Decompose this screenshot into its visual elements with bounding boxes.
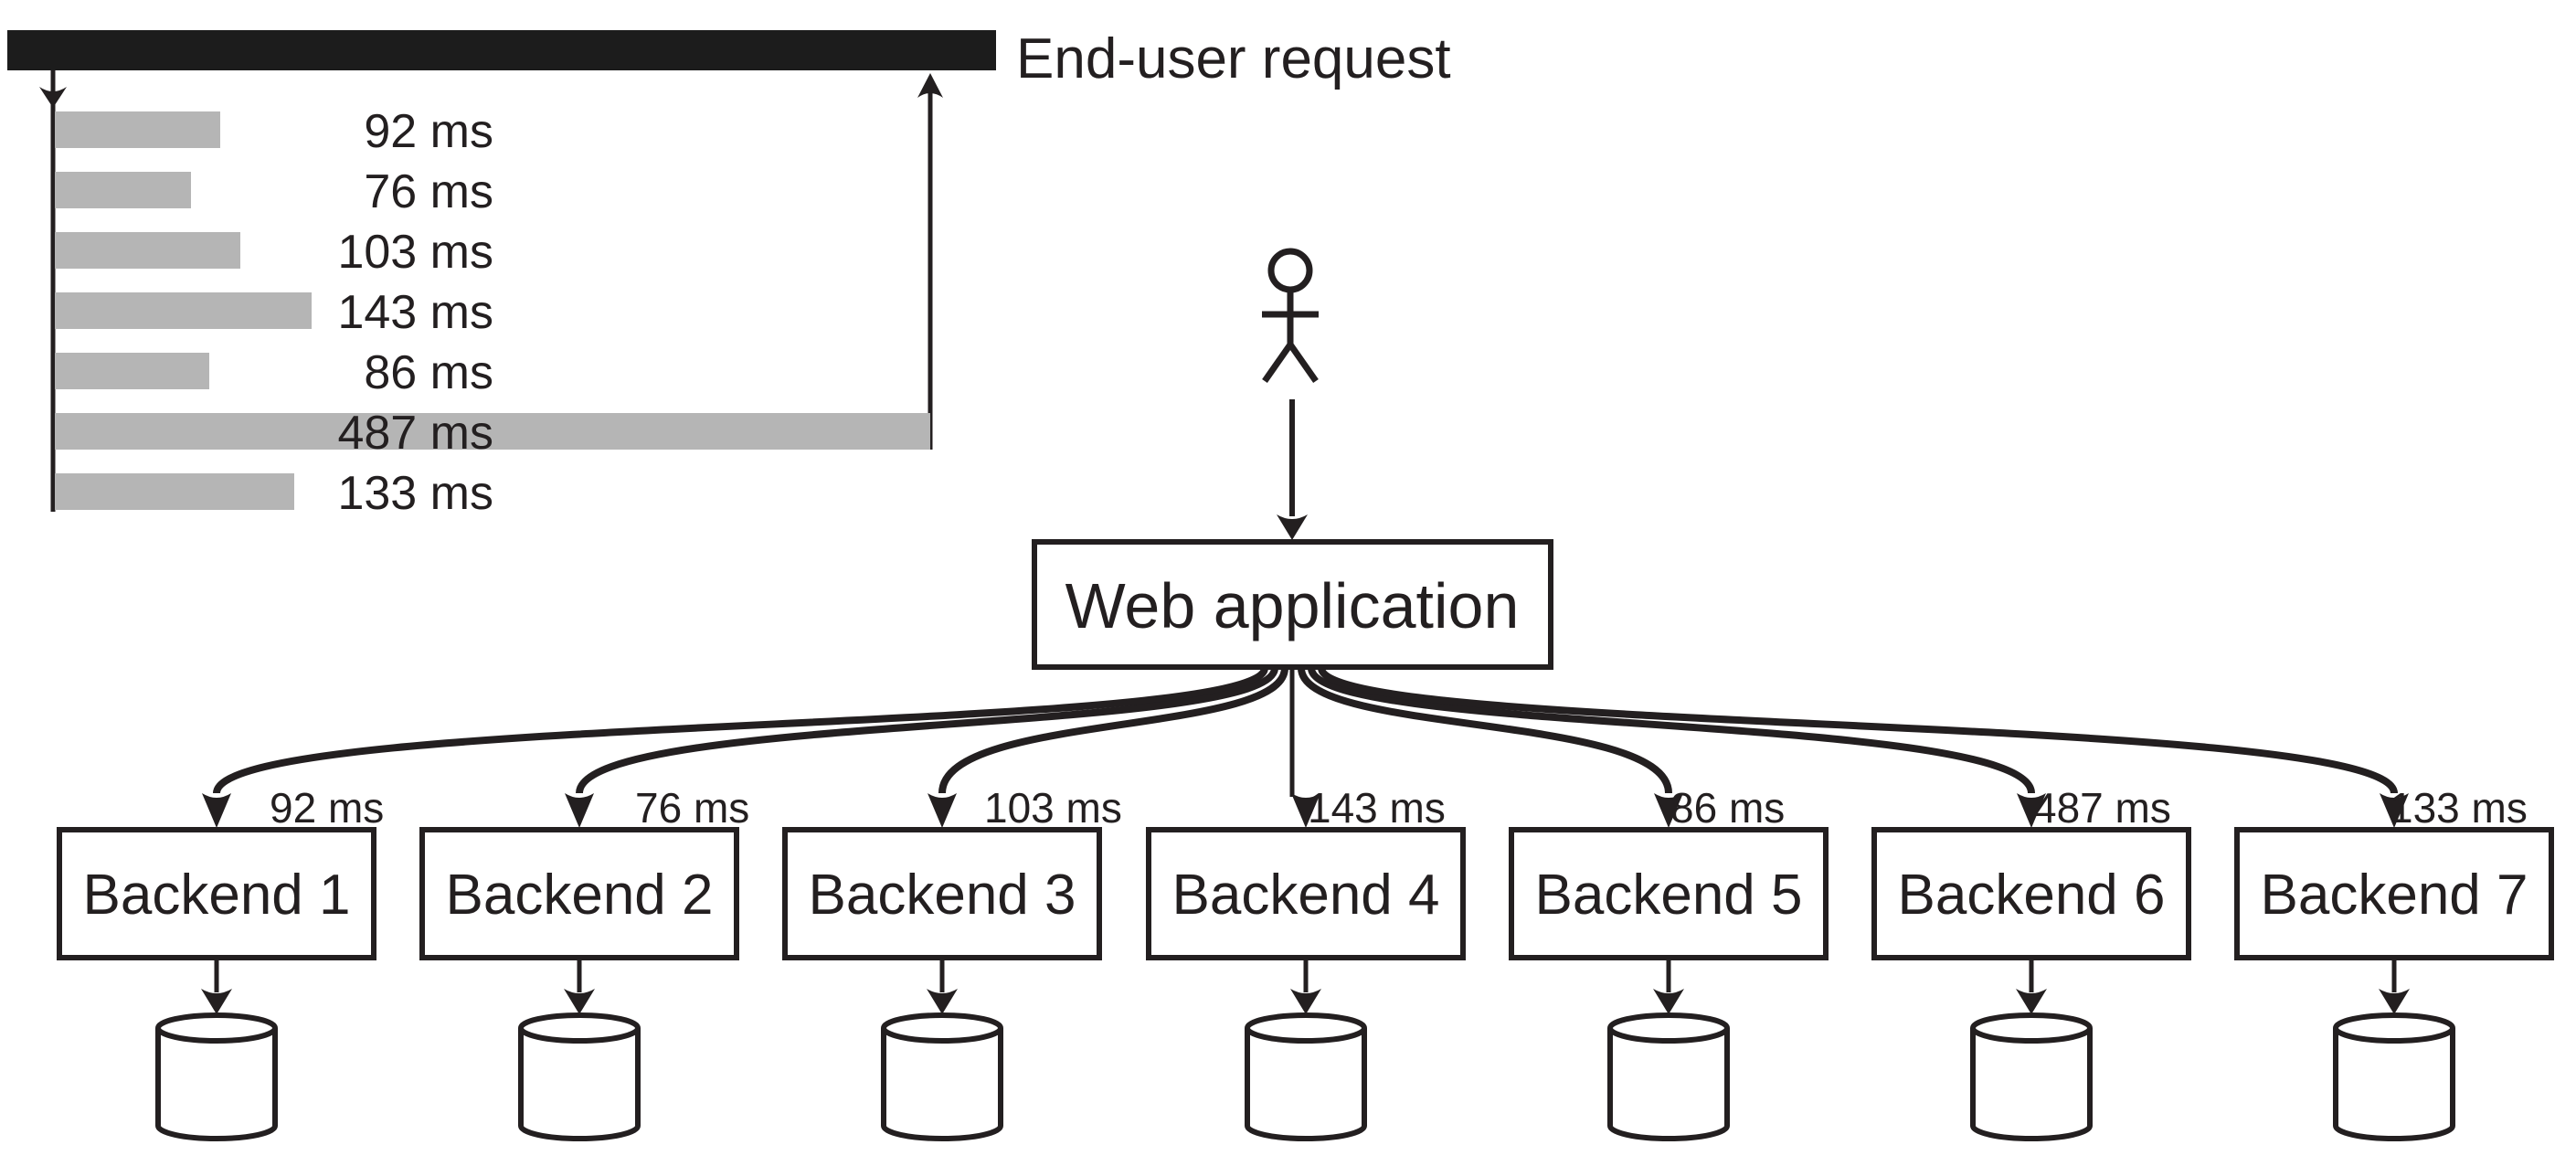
database-cylinder-top	[1607, 1012, 1730, 1044]
database-cylinder-icon	[1607, 1012, 1730, 1141]
database-cylinders	[155, 958, 2455, 1141]
backend-box-label: Backend 1	[83, 864, 351, 927]
latency-bar	[55, 111, 220, 148]
web-to-backend-arrow-curve	[576, 666, 1278, 794]
database-cylinder-icon	[1970, 1012, 2093, 1141]
web-application-box: Web application	[1032, 539, 1553, 670]
backend-to-db-arrowhead	[564, 989, 595, 1014]
latency-bar	[55, 232, 240, 269]
web-to-backend-arrowhead	[2017, 793, 2046, 828]
backend-box-label: Backend 4	[1172, 864, 1440, 927]
user-request-arrowhead	[1277, 514, 1308, 540]
latency-bar	[55, 473, 294, 510]
backend-box-border	[782, 827, 1102, 960]
backend-to-db-arrowhead	[927, 989, 958, 1014]
backend-box-label: Backend 5	[1535, 864, 1803, 927]
backend-latency-label: 487 ms	[2033, 784, 2171, 832]
backend-box-label: Backend 3	[809, 864, 1076, 927]
backend-box-border	[1871, 827, 2191, 960]
latency-bar-value-label: 92 ms	[364, 105, 493, 158]
latency-bar	[55, 353, 209, 389]
web-to-backend-arrow-curve	[938, 667, 1288, 794]
backend-box-label: Backend 7	[2261, 864, 2528, 927]
database-cylinder-icon	[155, 1012, 278, 1141]
backend-latency-label: 103 ms	[984, 784, 1122, 832]
backend-latency-label: 133 ms	[2390, 784, 2528, 832]
database-cylinder-body	[881, 1028, 1003, 1141]
backend-latency-label: 76 ms	[635, 784, 749, 832]
database-cylinder-top	[2333, 1012, 2455, 1044]
database-cylinder-body	[155, 1028, 278, 1141]
database-cylinder-body	[2333, 1028, 2455, 1141]
database-cylinder-top	[155, 1012, 278, 1044]
database-cylinder-body	[1607, 1028, 1730, 1141]
database-cylinder-icon	[2333, 1012, 2455, 1141]
database-cylinder-top	[1245, 1012, 1367, 1044]
latency-bar-value-label: 103 ms	[337, 226, 493, 279]
backend-box-label: Backend 2	[446, 864, 714, 927]
backend-box: Backend 1	[57, 827, 376, 960]
backend-box-label: Backend 6	[1898, 864, 2166, 927]
backend-to-db-arrowhead	[2016, 989, 2047, 1014]
latency-bar-chart: 92 ms 76 ms 103 ms 143 ms 86 ms 487 ms 133 ms	[39, 70, 943, 520]
latency-bar	[55, 413, 930, 450]
web-to-backend-arrow-curve	[1308, 666, 2035, 794]
latency-bar-value-label: 133 ms	[337, 467, 493, 520]
user-left-leg-line	[1262, 342, 1293, 384]
user-head-icon	[1267, 248, 1313, 293]
latency-bar	[55, 292, 312, 329]
backend-to-db-arrowhead	[1290, 989, 1321, 1014]
backend-boxes: Backend 1 Backend 2 Backend 3 Backend 4 Back…	[57, 827, 2554, 960]
end-user-request-timeline-bar	[7, 30, 996, 70]
backend-box: Backend 6	[1871, 827, 2191, 960]
web-to-backend-arrow-curve	[213, 666, 1268, 795]
backend-to-db-arrowhead	[1653, 989, 1684, 1014]
backend-box-border	[1146, 827, 1466, 960]
database-cylinder-top	[881, 1012, 1003, 1044]
backend-latency-label: 143 ms	[1308, 784, 1446, 832]
backend-to-db-arrowhead	[201, 989, 232, 1014]
web-to-backend-arrowhead	[928, 793, 957, 828]
backend-box-border	[419, 827, 739, 960]
web-to-backend-arrow-curve	[1298, 667, 1672, 794]
database-cylinder-body	[1970, 1028, 2093, 1141]
backend-to-db-arrowhead	[2379, 989, 2410, 1014]
web-to-backend-arrowhead	[1291, 793, 1320, 828]
web-to-backend-arrowhead	[565, 793, 594, 828]
latency-bar-value-label: 143 ms	[337, 286, 493, 339]
backend-box: Backend 2	[419, 827, 739, 960]
database-cylinder-icon	[881, 1012, 1003, 1141]
web-to-backend-arrow-curve	[1318, 666, 2398, 795]
latency-bar-value-label: 76 ms	[364, 165, 493, 218]
backend-box: Backend 3	[782, 827, 1102, 960]
backend-box: Backend 4	[1146, 827, 1466, 960]
web-to-backend-arrowhead	[1654, 793, 1683, 828]
backend-box: Backend 5	[1509, 827, 1829, 960]
stick-figure-user-icon	[1262, 248, 1319, 540]
latency-bar	[55, 172, 191, 208]
database-cylinder-icon	[1245, 1012, 1367, 1141]
web-application-label: Web application	[1065, 570, 1520, 641]
database-cylinder-body	[1245, 1028, 1367, 1141]
timeline-to-chart-arrowhead	[39, 87, 67, 108]
fan-out-arrows: 92 ms 76 ms 103 ms 143 ms 86 ms 487 ms 133 ms	[202, 666, 2528, 832]
backend-latency-label: 92 ms	[270, 784, 384, 832]
database-cylinder-body	[518, 1028, 641, 1141]
latency-bar-value-label: 86 ms	[364, 346, 493, 399]
database-cylinder-icon	[518, 1012, 641, 1141]
backend-latency-label: 86 ms	[1670, 784, 1785, 832]
user-right-leg-line	[1288, 342, 1319, 384]
web-application-box-border	[1032, 539, 1553, 670]
end-user-request-label: End-user request	[1016, 27, 1451, 90]
database-cylinder-top	[1970, 1012, 2093, 1044]
backend-box: Backend 7	[2234, 827, 2554, 960]
chart-to-timeline-arrowhead	[917, 73, 943, 98]
web-to-backend-arrowhead	[2380, 793, 2409, 828]
database-cylinder-top	[518, 1012, 641, 1044]
backend-box-border	[57, 827, 376, 960]
latency-bar-value-label: 487 ms	[337, 407, 493, 460]
web-to-backend-arrowhead	[202, 793, 231, 828]
